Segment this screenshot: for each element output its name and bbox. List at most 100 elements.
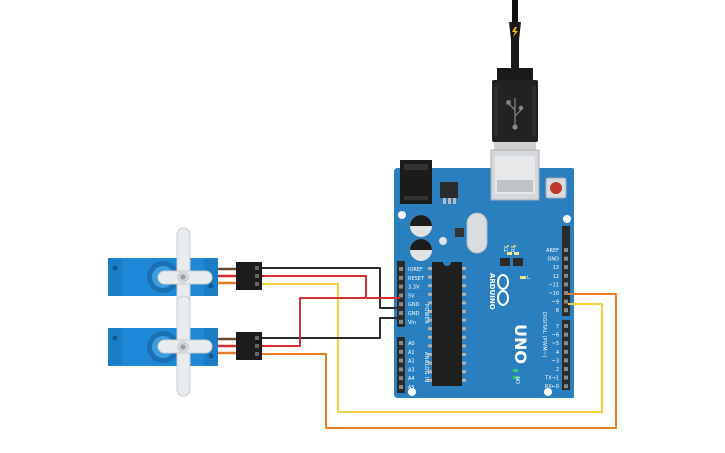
digital-pin[interactable] xyxy=(564,282,568,287)
dc-power-jack xyxy=(400,160,432,204)
power-pin-label: Vin xyxy=(408,320,416,326)
digital-pin-label: ~10 xyxy=(548,291,559,297)
analog-pin-label: A3 xyxy=(408,367,415,373)
lightning-icon xyxy=(512,27,518,37)
arduino-uno-board[interactable]: TX RX L ON ARDUINO UNO xyxy=(394,149,574,398)
digital-header-label: DIGITAL (PWM~) xyxy=(541,312,547,358)
svg-text:ON: ON xyxy=(516,376,522,384)
capacitor xyxy=(410,239,432,261)
digital-pin-label: RX←0 xyxy=(545,384,559,390)
usb-port xyxy=(490,149,540,201)
digital-pin[interactable] xyxy=(564,349,568,354)
digital-pin-label: 12 xyxy=(553,274,559,280)
servo-bottom-ground-wire[interactable] xyxy=(262,317,400,339)
power-header xyxy=(397,261,405,327)
digital-pin[interactable] xyxy=(564,341,568,346)
digital-header-top xyxy=(562,226,570,316)
digital-pin[interactable] xyxy=(564,273,568,278)
digital-pin-label: ~9 xyxy=(552,300,559,306)
analog-pin[interactable] xyxy=(399,376,403,381)
power-header-label: POWER xyxy=(423,304,429,324)
power-pin-label: GND xyxy=(408,302,420,308)
digital-pin[interactable] xyxy=(564,291,568,295)
digital-pin[interactable] xyxy=(564,324,568,328)
digital-pin-label: 2 xyxy=(556,367,559,373)
on-led: ON xyxy=(513,369,522,384)
digital-pin[interactable] xyxy=(564,256,568,261)
analog-pin-label: A4 xyxy=(408,376,415,382)
power-pin[interactable] xyxy=(399,275,403,280)
digital-pin-label: ~3 xyxy=(552,358,559,364)
servo-top-ground-wire[interactable] xyxy=(262,267,400,309)
servo-bottom-power-wire[interactable] xyxy=(262,297,366,347)
voltage-regulator xyxy=(440,182,458,204)
servo-bottom-signal-wire[interactable] xyxy=(262,293,617,429)
servo-top-connector[interactable] xyxy=(236,262,262,290)
analog-pin-label: A2 xyxy=(408,359,415,365)
svg-text:RX: RX xyxy=(511,245,517,252)
digital-pin-label: TX→1 xyxy=(544,376,559,382)
analog-pin-label: A0 xyxy=(408,341,415,347)
usb-cable[interactable] xyxy=(492,0,538,150)
digital-pin[interactable] xyxy=(564,265,568,270)
digital-pin[interactable] xyxy=(564,332,568,337)
crystal-oscillator xyxy=(466,212,488,254)
power-pin-label: IOREF xyxy=(408,267,423,273)
svg-text:TX: TX xyxy=(504,245,510,253)
analog-pin-label: A5 xyxy=(408,385,415,391)
power-pin-label: 5V xyxy=(408,293,415,299)
analog-pin[interactable] xyxy=(399,349,403,354)
analog-pin[interactable] xyxy=(399,385,403,389)
analog-pin-label: A1 xyxy=(408,350,415,356)
digital-pin-label: GND xyxy=(548,257,560,263)
digital-pin-label: ~5 xyxy=(552,341,559,347)
digital-pin-label: ~11 xyxy=(548,282,559,288)
servo-top[interactable] xyxy=(108,227,218,337)
analog-pin[interactable] xyxy=(399,358,403,363)
digital-pin[interactable] xyxy=(564,248,568,252)
servo-bottom[interactable] xyxy=(108,295,218,397)
arduino-logo: ARDUINO xyxy=(488,273,509,310)
atmega-microcontroller xyxy=(428,262,466,386)
digital-pin-label: 4 xyxy=(556,350,559,356)
power-pin[interactable] xyxy=(399,293,403,298)
usb-symbol-icon xyxy=(506,98,524,130)
digital-pin[interactable] xyxy=(564,299,568,304)
power-pin[interactable] xyxy=(399,311,403,315)
servo-top-signal-wire[interactable] xyxy=(262,283,603,413)
board-model: UNO xyxy=(511,324,530,364)
power-pin-label: 3.3V xyxy=(408,285,420,291)
digital-pin-label: 13 xyxy=(553,265,559,271)
digital-pin-label: ~6 xyxy=(552,333,559,339)
power-pin[interactable] xyxy=(399,302,403,307)
digital-pin-label: 7 xyxy=(556,324,559,330)
svg-text:ARDUINO: ARDUINO xyxy=(488,273,496,310)
svg-text:L: L xyxy=(527,275,530,281)
digital-pin[interactable] xyxy=(564,358,568,363)
rx-led: RX xyxy=(511,245,519,255)
digital-pin[interactable] xyxy=(564,367,568,371)
digital-pin-label: AREF xyxy=(546,248,559,254)
l-led: L xyxy=(520,275,530,281)
analog-header xyxy=(397,337,405,393)
reset-button[interactable] xyxy=(545,177,567,199)
power-pin[interactable] xyxy=(399,284,403,289)
servo-bottom-connector[interactable] xyxy=(236,332,262,360)
capacitor xyxy=(410,215,432,237)
digital-pin[interactable] xyxy=(564,384,568,389)
digital-pin[interactable] xyxy=(564,308,568,313)
digital-pin[interactable] xyxy=(564,375,568,380)
analog-header-label: ANALOG IN xyxy=(423,352,429,383)
digital-header-bottom xyxy=(562,320,570,390)
servo-horn[interactable] xyxy=(157,295,213,397)
power-pin[interactable] xyxy=(399,319,403,324)
tx-led: TX xyxy=(504,245,512,255)
analog-pin[interactable] xyxy=(399,367,403,372)
analog-pin[interactable] xyxy=(399,341,403,345)
servo-top-power-wire[interactable] xyxy=(262,275,400,299)
digital-pin-label: 8 xyxy=(556,308,559,314)
power-pin[interactable] xyxy=(399,267,403,271)
power-pin-label: RESET xyxy=(408,276,425,282)
power-pin-label: GND xyxy=(408,311,420,317)
